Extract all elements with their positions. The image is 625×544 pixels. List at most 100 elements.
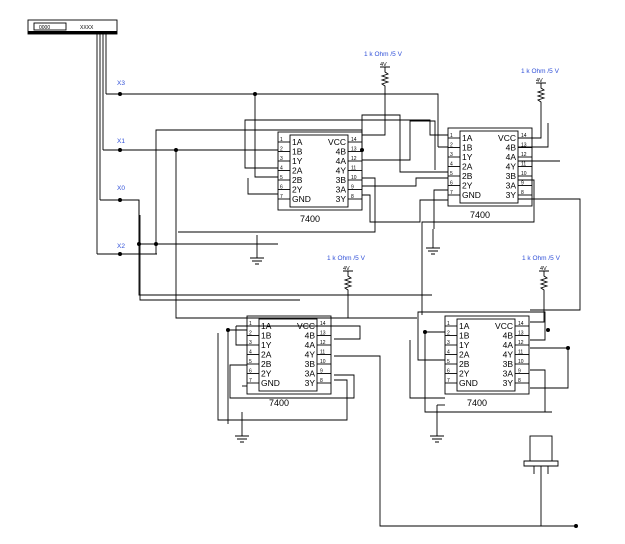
wiring <box>96 34 581 527</box>
chip-pin-number: 13 <box>320 331 326 337</box>
generator-display-left: 0000 <box>39 25 50 31</box>
chip-pin-number: 10 <box>320 359 326 365</box>
chip-pin-number: 8 <box>351 194 354 200</box>
chip-pin-number: 2 <box>280 147 283 153</box>
chip-pin-name: 4Y <box>503 350 514 360</box>
chip-part-label: 7400 <box>300 214 320 224</box>
junction-dots <box>118 92 578 528</box>
chip-pin-name: GND <box>292 194 311 204</box>
chip-pin-name: 2B <box>261 359 272 369</box>
chip-pin-number: 13 <box>518 331 524 337</box>
chip-pin-name: 4B <box>503 331 514 341</box>
chip-pin-name: 3A <box>336 185 347 195</box>
chip-pin-name: 2A <box>459 350 470 360</box>
chip-pin-number: 10 <box>518 359 524 365</box>
chip-body <box>459 130 519 204</box>
chip-pin-name: 1Y <box>459 340 470 350</box>
chip-pin-number: 11 <box>351 166 356 172</box>
chip-pin-number: 4 <box>280 166 283 172</box>
chip-pin-name: 1B <box>261 331 272 341</box>
chip-pin-number: 1 <box>280 137 283 143</box>
ground-symbols <box>235 229 444 443</box>
chip-pin-number: 12 <box>320 340 326 346</box>
resistor-r2: 1 k Ohm /5 V 4V <box>521 68 560 84</box>
chip-pin-number: 4 <box>447 350 450 356</box>
chip-pin-number: 4 <box>450 162 453 168</box>
chip-pin-number: 6 <box>447 369 450 375</box>
chip-pin-name: 1A <box>459 321 470 331</box>
chip-pin-name: GND <box>459 378 478 388</box>
chip-pin-name: 2A <box>292 166 303 176</box>
chip-pin-name: 2Y <box>261 369 272 379</box>
chip-body <box>258 318 318 392</box>
chip-pin-name: VCC <box>328 137 346 147</box>
chip-pin-name: VCC <box>498 133 516 143</box>
chip-pin-name: 2A <box>261 350 272 360</box>
chip-pin-number: 14 <box>320 321 326 327</box>
chip-pin-number: 2 <box>450 143 453 149</box>
chip-pin-name: 3Y <box>305 378 316 388</box>
chip-pin-number: 13 <box>521 143 527 149</box>
chip-pin-number: 11 <box>518 350 523 356</box>
chip-pin-name: 3Y <box>503 378 514 388</box>
chip-pin-number: 8 <box>320 378 323 384</box>
chip-pin-number: 1 <box>450 133 453 139</box>
chip-pin-name: 1A <box>462 133 473 143</box>
resistor-supply: 4V <box>343 266 350 272</box>
chip-pin-number: 14 <box>521 133 527 139</box>
generator-display-right: XXXX <box>80 25 94 31</box>
chip-pin-number: 5 <box>450 171 453 177</box>
output-probe[interactable] <box>523 435 559 526</box>
chip-pin-number: 1 <box>249 321 252 327</box>
chip-pin-number: 10 <box>351 175 357 181</box>
chip-pin-number: 3 <box>447 340 450 346</box>
chip-pin-number: 2 <box>447 331 450 337</box>
chip-pin-name: 2B <box>459 359 470 369</box>
chip-pin-name: 2Y <box>459 369 470 379</box>
chip-pin-name: 3Y <box>506 190 517 200</box>
resistor-supply: 4V <box>380 62 387 68</box>
chip-pin-name: 2B <box>462 171 473 181</box>
chip-pin-name: GND <box>261 378 280 388</box>
chip-part-label: 7400 <box>269 398 289 408</box>
chip-pin-name: 3A <box>305 369 316 379</box>
chip-pin-number: 6 <box>280 185 283 191</box>
chip-pin-number: 5 <box>249 359 252 365</box>
resistor-supply: 4V <box>536 78 543 84</box>
chip-pin-name: VCC <box>495 321 513 331</box>
chip-pin-number: 11 <box>320 350 325 356</box>
chip-pin-number: 9 <box>351 185 354 191</box>
chip-pin-name: 4Y <box>305 350 316 360</box>
chip-pin-name: 3B <box>506 171 517 181</box>
chip-pin-name: 2Y <box>462 181 473 191</box>
chip-pin-name: 4B <box>506 143 517 153</box>
chip-body <box>289 134 349 208</box>
resistor-value: 1 k Ohm /5 V <box>521 68 560 75</box>
chip-pin-number: 6 <box>450 181 453 187</box>
chip-pin-number: 7 <box>249 378 252 384</box>
chip-pin-name: 4Y <box>506 162 517 172</box>
resistor-supply: 4V <box>540 266 547 272</box>
chip-pin-number: 3 <box>450 152 453 158</box>
chip-pin-name: 4A <box>503 340 514 350</box>
chip-pin-number: 3 <box>280 156 283 162</box>
chip-pin-name: 3A <box>506 181 517 191</box>
chip-pin-name: 2B <box>292 175 303 185</box>
resistor-zigzags <box>343 66 549 296</box>
chip-pin-number: 8 <box>521 190 524 196</box>
chip-pin-name: 4A <box>305 340 316 350</box>
chip-pin-name: 4B <box>305 331 316 341</box>
resistor-r1: 1 k Ohm /5 V 4V <box>364 51 403 68</box>
word-generator[interactable]: 0000 XXXX <box>27 19 118 35</box>
wire-label-x3: X3 <box>117 80 125 87</box>
chip-pin-name: 1B <box>292 147 303 157</box>
chip-body <box>456 318 516 392</box>
chip-pin-name: 3B <box>336 175 347 185</box>
chip-pin-name: 1Y <box>292 156 303 166</box>
wire-label-x1: X1 <box>117 138 125 145</box>
chip-pin-name: 3B <box>305 359 316 369</box>
